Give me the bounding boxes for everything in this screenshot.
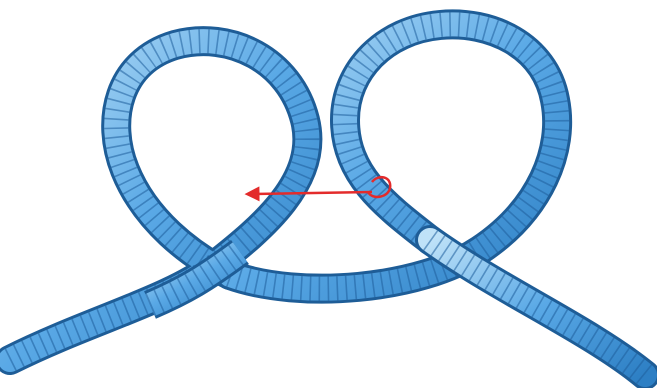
arrow-shaft [252, 192, 372, 194]
